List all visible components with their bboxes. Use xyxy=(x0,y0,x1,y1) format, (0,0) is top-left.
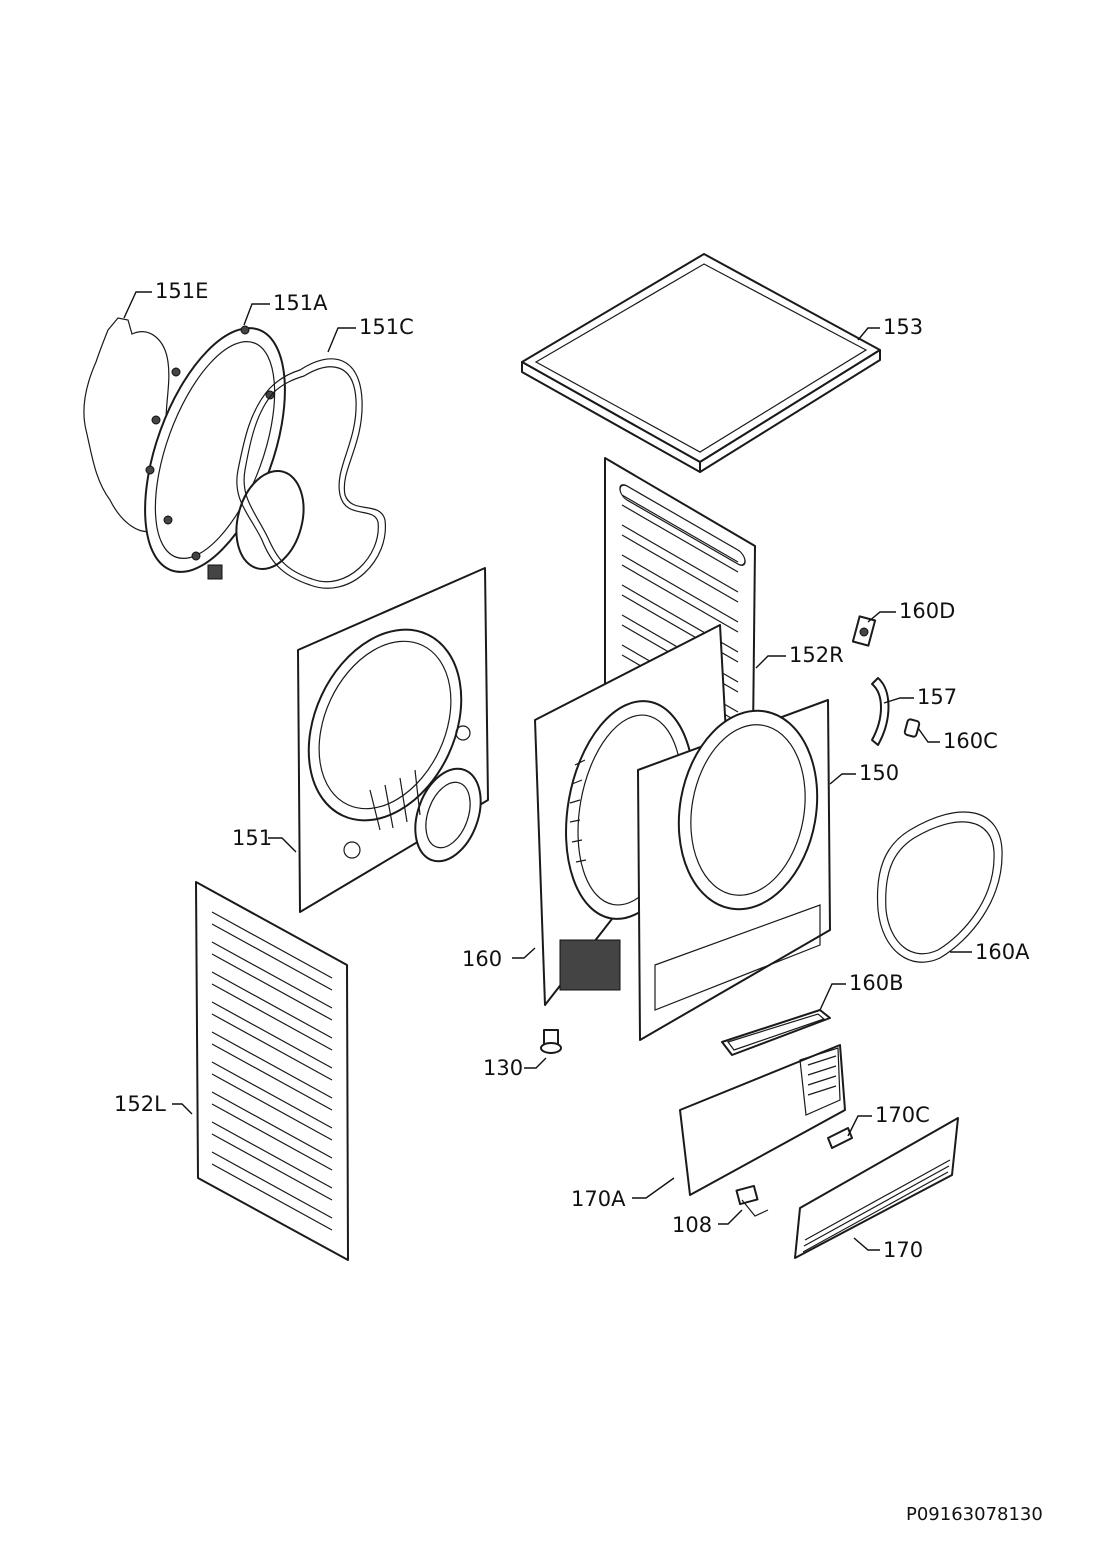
label-170A: 170A xyxy=(571,1187,626,1211)
label-150: 150 xyxy=(859,761,899,785)
part-157-handle xyxy=(871,677,890,746)
label-152R: 152R xyxy=(789,643,844,667)
part-108 xyxy=(735,1184,769,1217)
label-170C: 170C xyxy=(875,1103,930,1127)
label-157: 157 xyxy=(917,685,957,709)
label-170: 170 xyxy=(883,1238,923,1262)
part-153-top-panel xyxy=(521,253,881,473)
label-151E: 151E xyxy=(155,279,208,303)
label-160: 160 xyxy=(462,947,502,971)
label-160A: 160A xyxy=(975,940,1030,964)
part-151A-ring xyxy=(144,325,305,580)
label-152L: 152L xyxy=(114,1092,166,1116)
label-153: 153 xyxy=(883,315,923,339)
leader-lines xyxy=(123,291,972,1251)
part-170-drawer-front xyxy=(794,1117,959,1259)
label-160B: 160B xyxy=(849,971,904,995)
part-160D xyxy=(851,615,877,647)
part-170A-drawer-housing xyxy=(679,1044,846,1196)
label-160D: 160D xyxy=(899,599,955,623)
label-151A: 151A xyxy=(273,291,328,315)
part-151-rear-frame xyxy=(297,567,489,913)
part-150-front-panel xyxy=(637,699,831,1041)
part-labels: 151E 151A 151C 153 160D 152R 157 160C 15… xyxy=(114,279,1043,1525)
diagram-reference-number: P09163078130 xyxy=(906,1504,1043,1525)
part-160A-door-seal xyxy=(876,811,1003,963)
part-170C xyxy=(827,1127,853,1149)
label-130: 130 xyxy=(483,1056,523,1080)
label-151C: 151C xyxy=(359,315,414,339)
label-108: 108 xyxy=(672,1213,712,1237)
part-160C xyxy=(903,718,921,738)
label-160C: 160C xyxy=(943,729,998,753)
part-151C-seal xyxy=(236,358,386,589)
part-160B xyxy=(721,1009,831,1056)
part-130-foot xyxy=(540,1029,562,1054)
label-151: 151 xyxy=(232,826,272,850)
part-152L-side-panel xyxy=(195,881,349,1261)
panel-152R-slots xyxy=(619,484,746,566)
